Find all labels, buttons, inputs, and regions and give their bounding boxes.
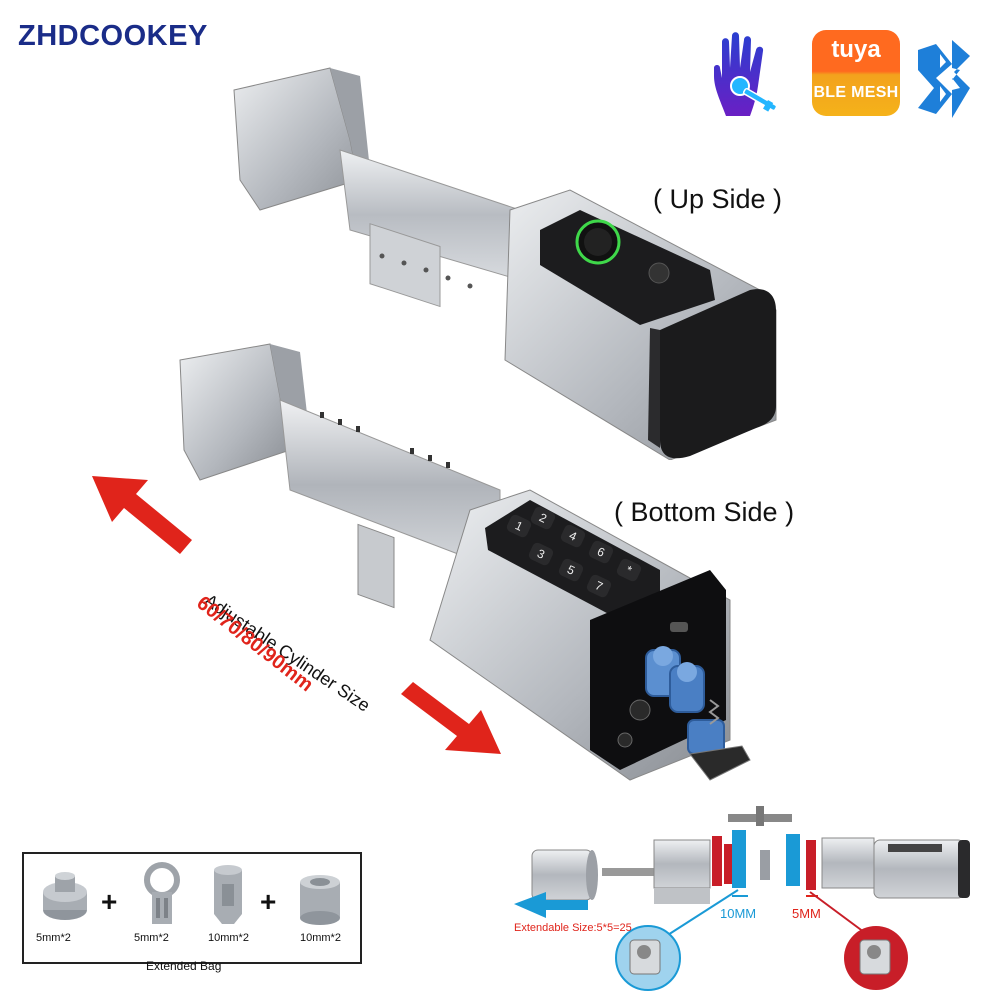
key-5[interactable]: 5 xyxy=(557,557,585,583)
bluetooth-icon xyxy=(912,40,982,118)
extendable-size-label: Extendable Size:5*5=25 xyxy=(514,922,632,934)
bag-item-label: 10mm*2 xyxy=(300,932,341,944)
arrow-down-right-icon xyxy=(401,682,501,754)
key-1[interactable]: 1 xyxy=(505,513,533,539)
key-2[interactable]: 2 xyxy=(529,505,557,531)
tuya-name: tuya xyxy=(831,36,881,63)
key-7[interactable]: 7 xyxy=(585,573,613,599)
lock-top-view xyxy=(233,67,777,460)
brand-logo: ZHDCOOKEY xyxy=(18,20,208,52)
arrow-up-left-icon xyxy=(92,476,192,554)
spacer-10mm-sleeve-icon xyxy=(214,865,242,924)
palm-key-icon xyxy=(706,30,794,118)
bottom-side-label: ( Bottom Side ) xyxy=(614,497,795,527)
key-4[interactable]: 4 xyxy=(559,523,587,549)
key-6[interactable]: 6 xyxy=(587,539,615,565)
lock-bottom-view xyxy=(179,343,751,781)
spacer-10mm-label: 10MM xyxy=(720,906,757,921)
spacer-5mm-round-icon xyxy=(43,872,87,920)
spacer-5mm-label: 5MM xyxy=(792,906,821,921)
spacer-5mm-ring-icon xyxy=(144,862,180,924)
plus-icon: + xyxy=(260,886,277,917)
key-star[interactable]: * xyxy=(615,557,643,583)
spacer-10mm-cup-icon xyxy=(300,875,340,925)
tuya-protocol: BLE MESH xyxy=(813,84,899,101)
plus-icon: + xyxy=(101,886,118,917)
exploded-diagram xyxy=(514,806,970,991)
bag-item-label: 10mm*2 xyxy=(208,932,249,944)
key-3[interactable]: 3 xyxy=(527,541,555,567)
up-side-label: ( Up Side ) xyxy=(653,184,783,214)
extended-bag-title: Extended Bag xyxy=(146,959,222,973)
tuya-ble-mesh-logo: tuya BLE MESH xyxy=(812,30,900,116)
bag-item-label: 5mm*2 xyxy=(134,932,169,944)
bag-item-label: 5mm*2 xyxy=(36,932,71,944)
